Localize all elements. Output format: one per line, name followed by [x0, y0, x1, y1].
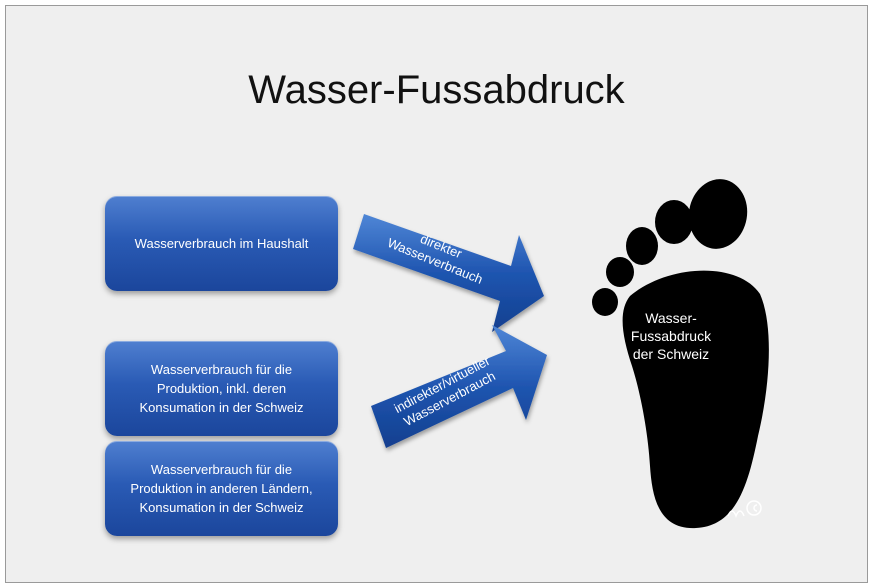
direct-arrow [353, 214, 544, 332]
slide: Wasser-Fussabdruck Wasserverbrauch im Ha… [5, 5, 868, 583]
footprint-label: Wasser- Fussabdruck der Schweiz [630, 310, 712, 362]
household-consumption-label: Wasserverbrauch im Haushalt [134, 236, 309, 251]
foreign-production-box: Wasserverbrauch für die Produktion in an… [105, 441, 338, 536]
indirect-arrow [371, 325, 547, 448]
foreign-production-label: Wasserverbrauch für die Produktion in an… [130, 462, 313, 515]
domestic-production-label: Wasserverbrauch für die Produktion, inkl… [139, 362, 304, 415]
domestic-production-box: Wasserverbrauch für die Produktion, inkl… [105, 341, 338, 436]
slide-title: Wasser-Fussabdruck [248, 68, 625, 112]
arrows [353, 214, 547, 448]
household-consumption-box: Wasserverbrauch im Haushalt [105, 196, 338, 291]
footprint-icon [592, 179, 769, 529]
signature-mark [727, 500, 762, 519]
